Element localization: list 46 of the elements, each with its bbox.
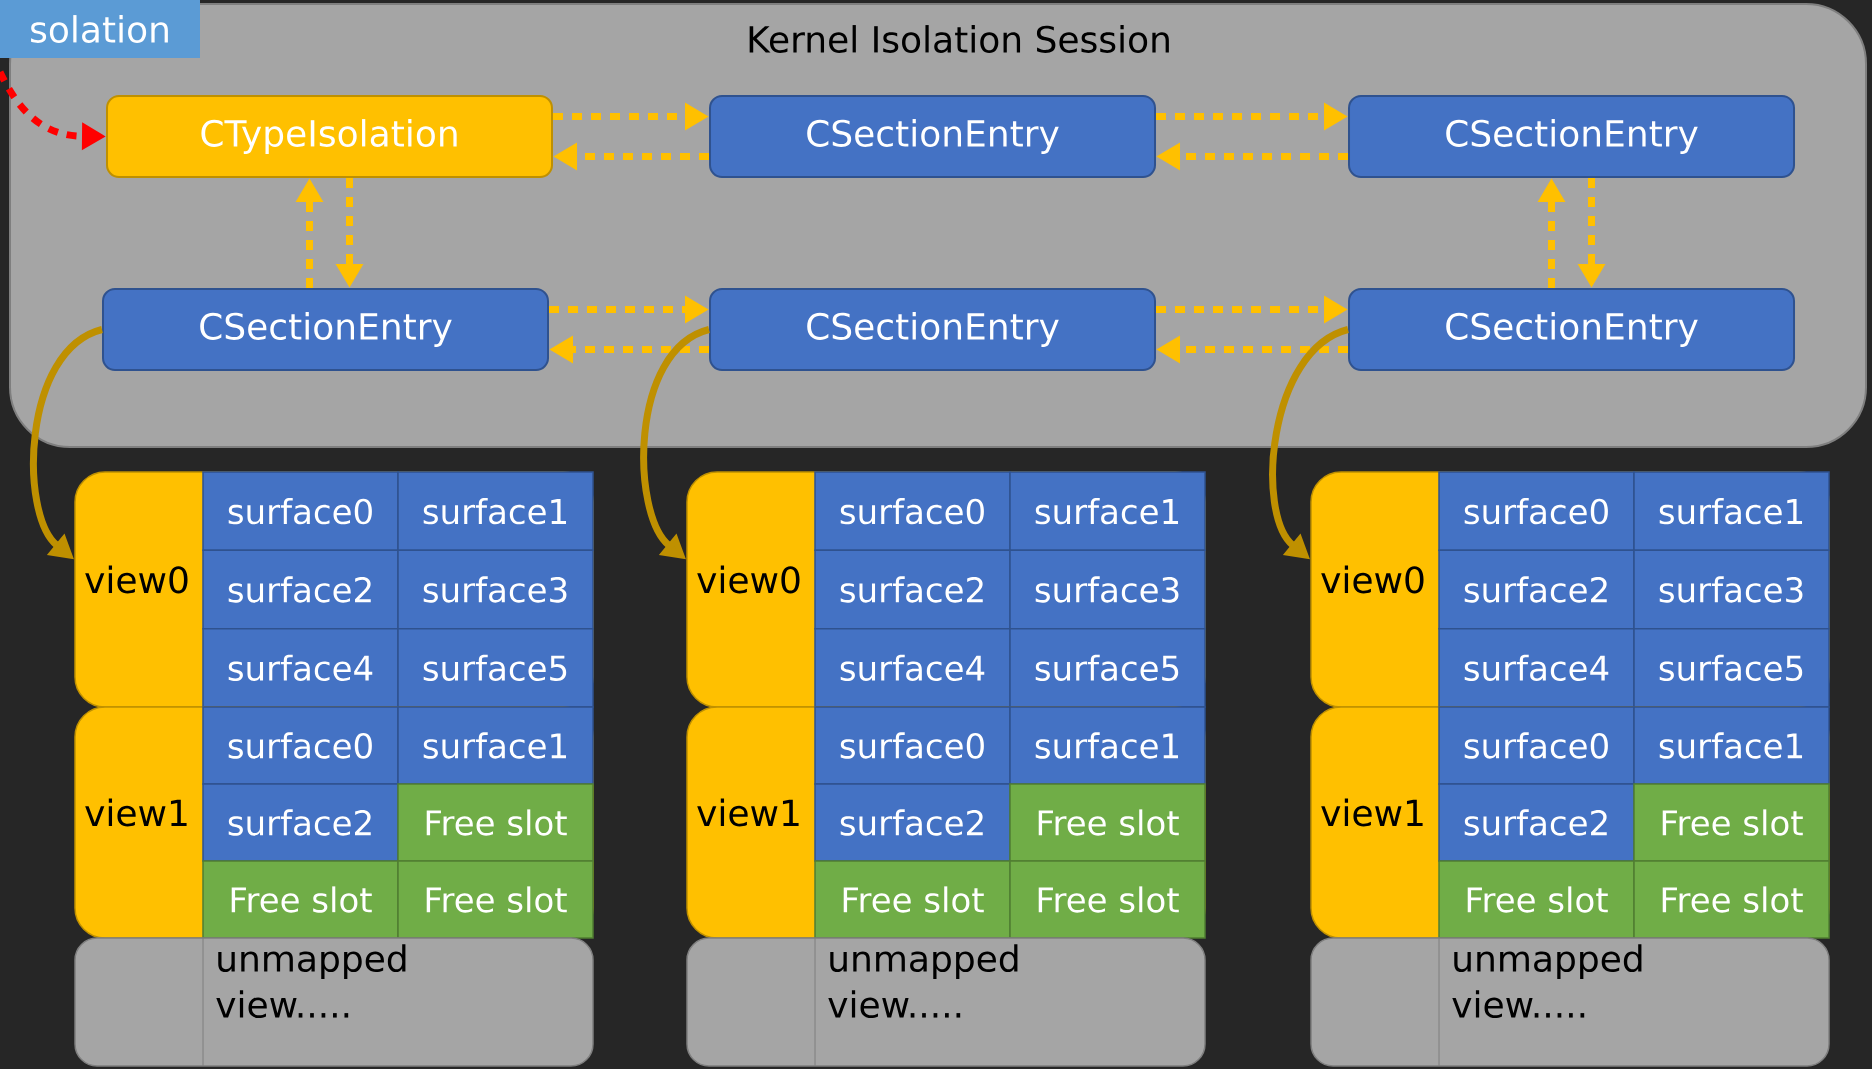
class-box: CSectionEntry (709, 288, 1156, 371)
class-box: CSectionEntry (1348, 288, 1795, 371)
surface-cell: surface3 (1633, 549, 1830, 630)
surface-cell: surface4 (202, 627, 399, 708)
surface-cell: surface3 (397, 549, 594, 630)
surface-cell: surface0 (202, 471, 399, 552)
surface-cell: surface1 (1009, 471, 1206, 552)
surface-cell: surface0 (1438, 471, 1635, 552)
free-slot-cell: Free slot (814, 860, 1011, 939)
surface-cell: surface2 (814, 549, 1011, 630)
free-slot-cell: Free slot (1633, 860, 1830, 939)
class-box: CSectionEntry (102, 288, 549, 371)
surface-cell: surface3 (1009, 549, 1206, 630)
surface-cell: surface2 (202, 549, 399, 630)
callout-tab: solation (0, 0, 200, 58)
free-slot-cell: Free slot (1633, 783, 1830, 862)
surface-cell: surface2 (814, 783, 1011, 862)
unmapped-view-box: unmapped view..... (1310, 937, 1830, 1067)
free-slot-cell: Free slot (397, 783, 594, 862)
surface-cell: surface1 (1009, 706, 1206, 785)
class-box: CSectionEntry (1348, 95, 1795, 178)
surface-cell: surface5 (1009, 627, 1206, 708)
surface-cell: surface4 (814, 627, 1011, 708)
free-slot-cell: Free slot (1009, 783, 1206, 862)
surface-cell: surface5 (1633, 627, 1830, 708)
surface-cell: surface4 (1438, 627, 1635, 708)
class-box: CSectionEntry (709, 95, 1156, 178)
free-slot-cell: Free slot (397, 860, 594, 939)
surface-cell: surface5 (397, 627, 594, 708)
surface-cell: surface1 (397, 471, 594, 552)
surface-cell: surface0 (814, 706, 1011, 785)
surface-cell: surface2 (1438, 549, 1635, 630)
surface-cell: surface0 (1438, 706, 1635, 785)
unmapped-view-box: unmapped view..... (74, 937, 594, 1067)
surface-cell: surface2 (1438, 783, 1635, 862)
surface-cell: surface0 (202, 706, 399, 785)
surface-cell: surface1 (1633, 471, 1830, 552)
free-slot-cell: Free slot (1438, 860, 1635, 939)
surface-cell: surface1 (397, 706, 594, 785)
surface-cell: surface2 (202, 783, 399, 862)
free-slot-cell: Free slot (202, 860, 399, 939)
free-slot-cell: Free slot (1009, 860, 1206, 939)
surface-cell: surface0 (814, 471, 1011, 552)
class-box: CTypeIsolation (106, 95, 553, 178)
surface-cell: surface1 (1633, 706, 1830, 785)
unmapped-view-box: unmapped view..... (686, 937, 1206, 1067)
